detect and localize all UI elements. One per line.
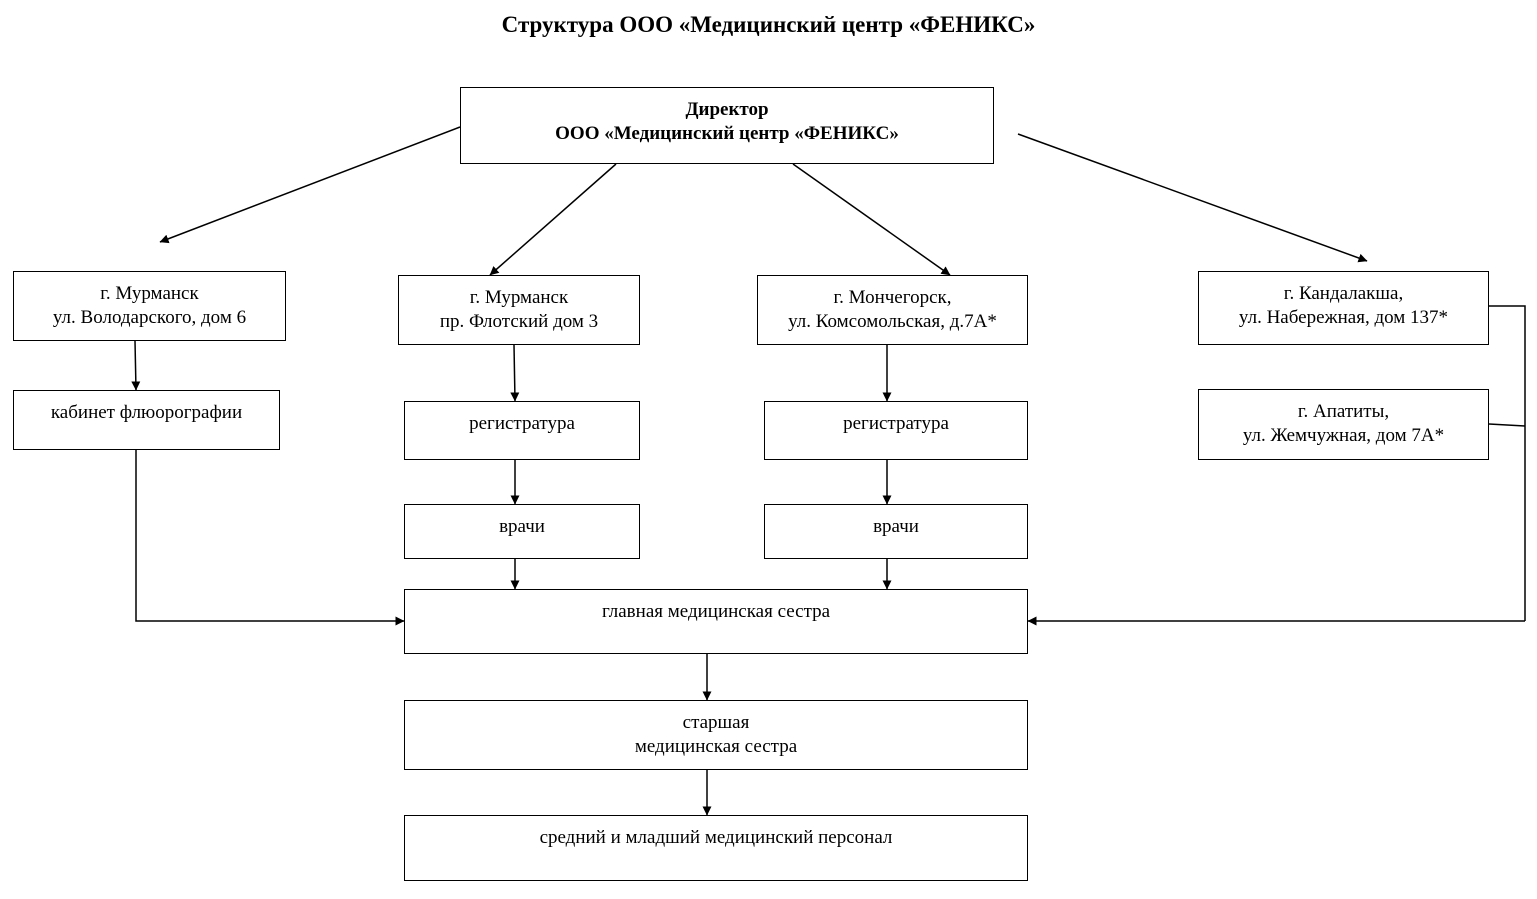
connector-kandalaksha-bracket — [1489, 305, 1526, 621]
arrow-director-to-monchegorsk — [792, 163, 951, 276]
branch-address: ул. Жемчужная, дом 7А* — [1242, 425, 1445, 446]
branch-city: г. Мурманск — [469, 287, 569, 308]
branch-kandalaksha: г. Кандалакша, ул. Набережная, дом 137* — [1198, 271, 1489, 345]
senior-nurse-line1: старшая — [682, 712, 750, 733]
branch-apatity: г. Апатиты, ул. Жемчужная, дом 7А* — [1198, 389, 1489, 460]
branch-murmansk-flotsky: г. Мурманск пр. Флотский дом 3 — [398, 275, 640, 345]
branch-monchegorsk: г. Мончегорск, ул. Комсомольская, д.7А* — [757, 275, 1028, 345]
branch-address: ул. Набережная, дом 137* — [1238, 307, 1449, 328]
connector-apatity-bracket — [1488, 423, 1526, 427]
medical-staff-label: средний и младший медицинский персонал — [539, 827, 893, 848]
doctors-murmansk: врачи — [404, 504, 640, 559]
arrow-director-to-kandalaksha — [1017, 133, 1368, 263]
director-label: Директор — [685, 99, 769, 120]
arrow-volodarsky-to-fluorography — [131, 340, 141, 391]
senior-nurse-line2: медицинская сестра — [634, 736, 798, 757]
arrow-director-to-murmansk-volodarsky — [159, 126, 461, 244]
registry-label: регистратура — [469, 413, 575, 434]
registry-monchegorsk: регистратура — [764, 401, 1028, 460]
doctors-label: врачи — [499, 516, 545, 537]
senior-nurse: старшая медицинская сестра — [404, 700, 1028, 770]
arrow-flotsky-to-registry — [510, 344, 520, 402]
director-company: ООО «Медицинский центр «ФЕНИКС» — [555, 123, 899, 144]
chart-title: Структура ООО «Медицинский центр «ФЕНИКС… — [501, 12, 1036, 37]
registry-murmansk: регистратура — [404, 401, 640, 460]
branch-city: г. Кандалакша, — [1283, 283, 1404, 304]
head-nurse-label: главная медицинская сестра — [601, 601, 831, 622]
medical-staff: средний и младший медицинский персонал — [404, 815, 1028, 881]
branch-address: ул. Володарского, дом 6 — [52, 307, 247, 328]
fluorography-label: кабинет флюорографии — [50, 402, 243, 423]
branch-city: г. Мончегорск, — [833, 287, 952, 308]
branch-city: г. Мурманск — [100, 283, 199, 304]
branch-murmansk-volodarsky: г. Мурманск ул. Володарского, дом 6 — [13, 271, 286, 341]
doctors-monchegorsk: врачи — [764, 504, 1028, 559]
registry-label: регистратура — [843, 413, 949, 434]
fluorography-office: кабинет флюорографии — [13, 390, 280, 450]
arrow-fluorography-to-head-nurse — [135, 450, 405, 626]
doctors-label: врачи — [873, 516, 919, 537]
branch-address: пр. Флотский дом 3 — [439, 311, 599, 332]
branch-city: г. Апатиты, — [1297, 401, 1390, 422]
arrow-director-to-murmansk-flotsky — [489, 163, 617, 276]
branch-address: ул. Комсомольская, д.7А* — [788, 311, 997, 332]
head-nurse: главная медицинская сестра — [404, 589, 1028, 654]
director-box: Директор ООО «Медицинский центр «ФЕНИКС» — [460, 87, 994, 164]
